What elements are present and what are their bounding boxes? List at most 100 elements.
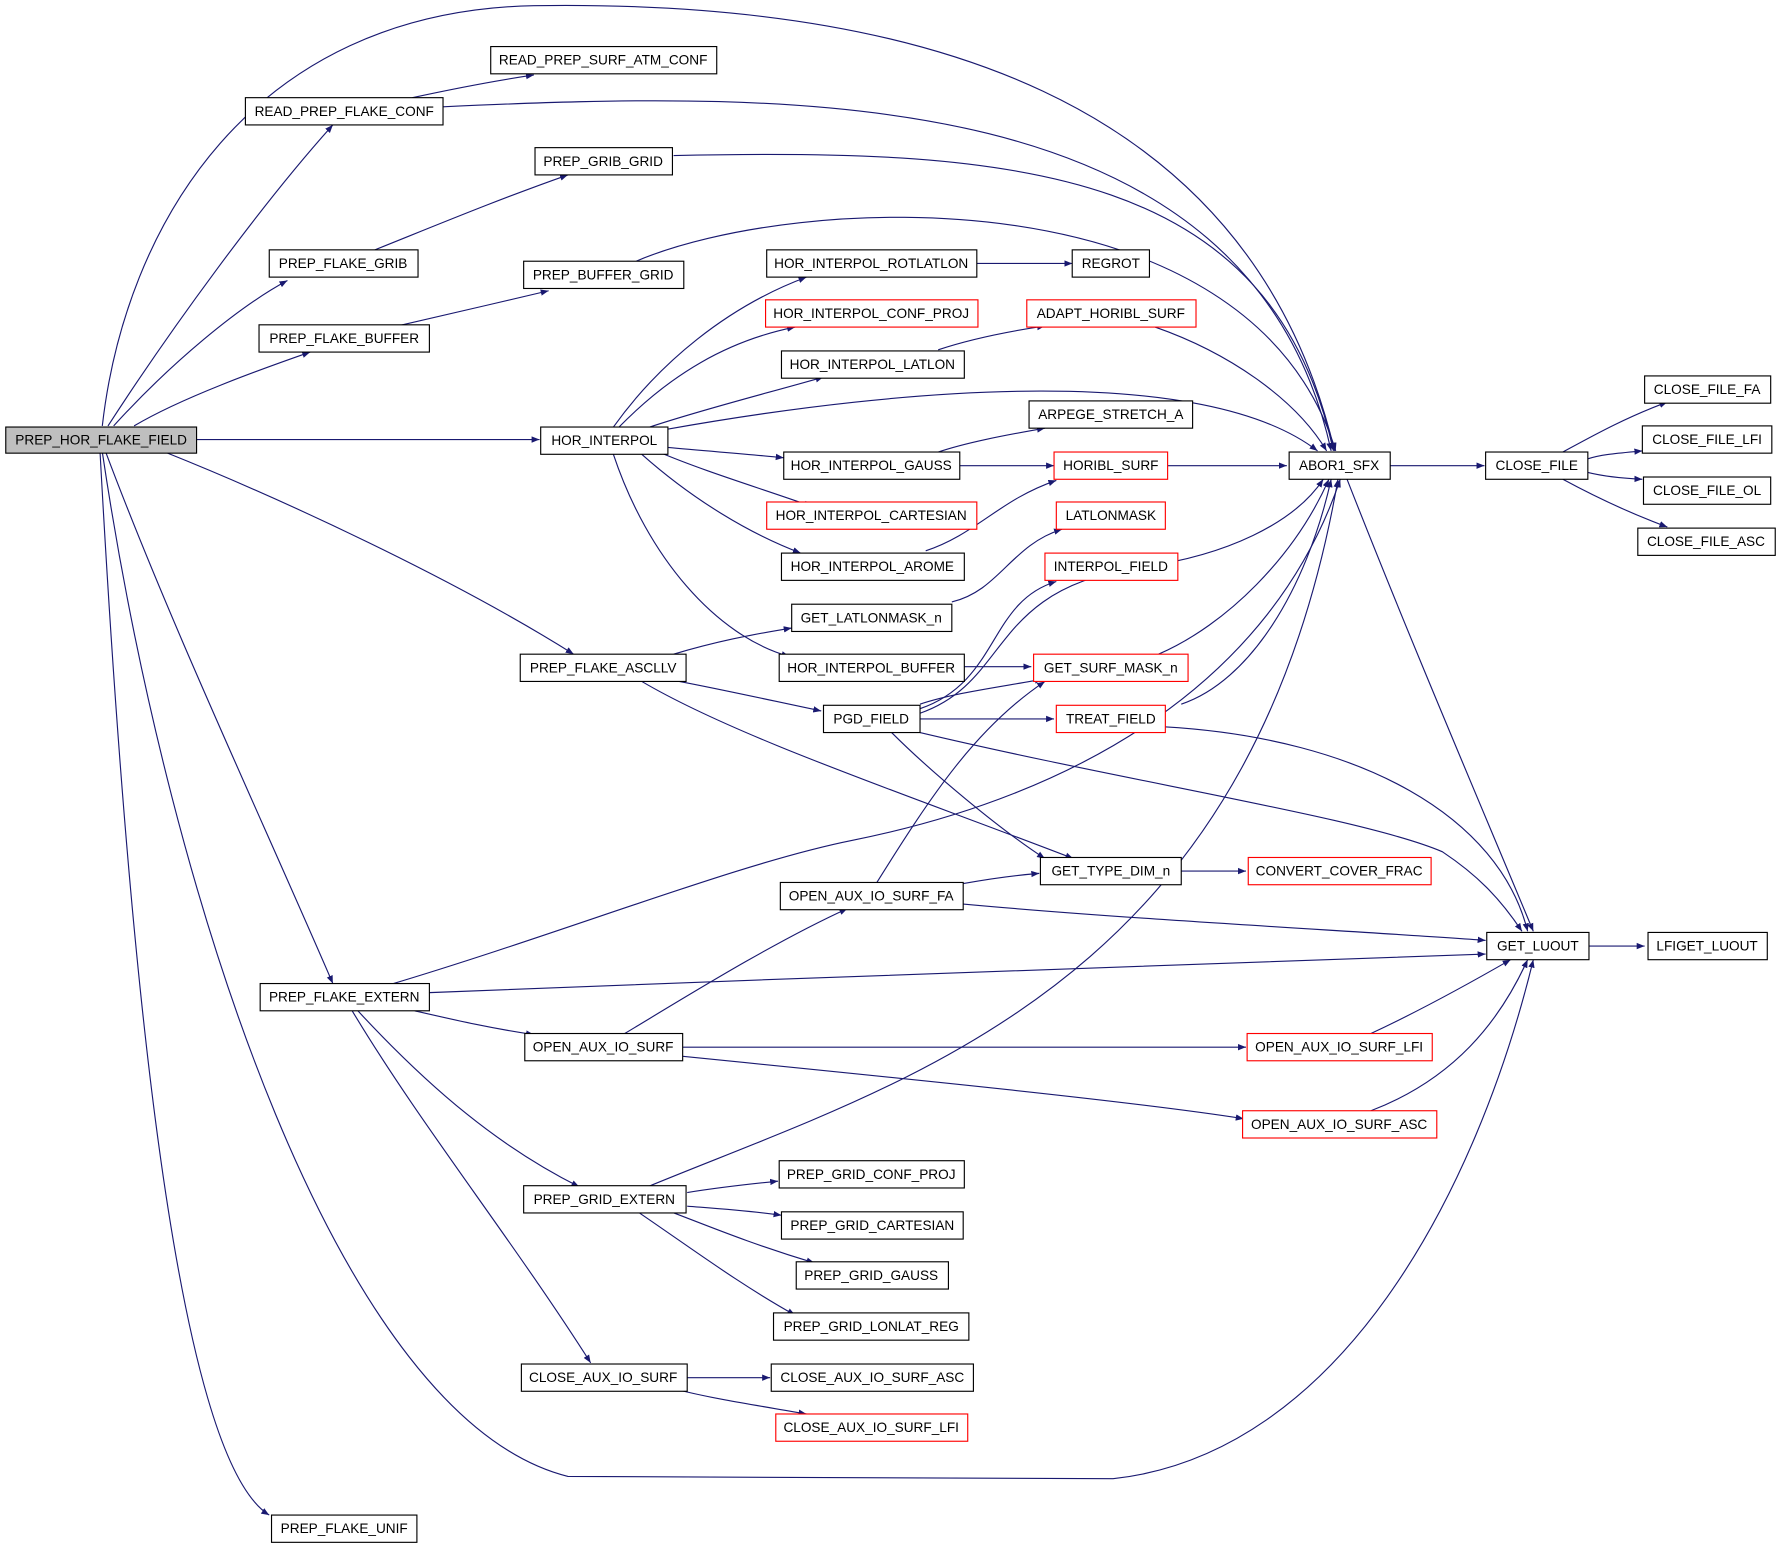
node-treat-field[interactable]: TREAT_FIELD	[1055, 704, 1166, 734]
edge	[107, 124, 334, 427]
node-prep-grid-cartesian[interactable]: PREP_GRID_CARTESIAN	[780, 1211, 964, 1240]
node-label: PREP_BUFFER_GRID	[533, 267, 674, 282]
node-label: HORIBL_SURF	[1063, 458, 1158, 473]
edge	[649, 376, 824, 428]
node-hor-interpol-buffer[interactable]: HOR_INTERPOL_BUFFER	[778, 653, 965, 683]
edge	[397, 289, 549, 327]
edge	[641, 680, 1074, 860]
node-prep-flake-grib[interactable]: PREP_FLAKE_GRIB	[268, 249, 419, 278]
node-open-aux-io-surf[interactable]: OPEN_AUX_IO_SURF	[524, 1032, 684, 1062]
node-open-aux-io-surf-lfi[interactable]: OPEN_AUX_IO_SURF_LFI	[1246, 1032, 1433, 1062]
node-close-file[interactable]: CLOSE_FILE	[1485, 451, 1589, 480]
node-get-surf-mask-n[interactable]: GET_SURF_MASK_n	[1033, 653, 1189, 683]
node-read-prep-surf-atm-conf[interactable]: READ_PREP_SURF_ATM_CONF	[490, 45, 718, 75]
edge	[618, 325, 796, 428]
node-label: ABOR1_SFX	[1299, 458, 1379, 473]
node-close-file-fa[interactable]: CLOSE_FILE_FA	[1644, 375, 1772, 404]
node-label: OPEN_AUX_IO_SURF_ASC	[1251, 1117, 1427, 1132]
node-hor-interpol-gauss[interactable]: HOR_INTERPOL_GAUSS	[783, 451, 961, 480]
node-label: GET_LATLONMASK_n	[801, 610, 942, 625]
node-interpol-field[interactable]: INTERPOL_FIELD	[1044, 552, 1179, 581]
node-label: PGD_FIELD	[833, 711, 909, 726]
node-close-file-ol[interactable]: CLOSE_FILE_OL	[1642, 476, 1772, 505]
node-label: INTERPOL_FIELD	[1054, 559, 1168, 574]
edge	[1562, 478, 1668, 528]
node-convert-cover-frac[interactable]: CONVERT_COVER_FRAC	[1247, 856, 1432, 886]
edge	[673, 153, 1335, 452]
node-label: PREP_GRID_LONLAT_REG	[784, 1319, 959, 1334]
node-get-luout[interactable]: GET_LUOUT	[1486, 931, 1590, 961]
node-pgd-field[interactable]: PGD_FIELD	[822, 704, 921, 734]
node-read-prep-flake-conf[interactable]: READ_PREP_FLAKE_CONF	[244, 97, 444, 126]
node-horibl-surf[interactable]: HORIBL_SURF	[1053, 451, 1169, 480]
edge	[1587, 471, 1643, 483]
node-label: PREP_FLAKE_ASCLLV	[530, 660, 677, 675]
edge	[1158, 479, 1330, 655]
edge	[1370, 959, 1511, 1035]
node-get-latlonmask-n[interactable]: GET_LATLONMASK_n	[791, 603, 953, 633]
edge	[658, 451, 813, 508]
node-prep-grid-conf-proj[interactable]: PREP_GRID_CONF_PROJ	[778, 1160, 965, 1189]
edge	[876, 680, 1046, 883]
node-adapt-horibl-surf[interactable]: ADAPT_HORIBL_SURF	[1026, 299, 1197, 328]
node-prep-grid-lonlat-reg[interactable]: PREP_GRID_LONLAT_REG	[772, 1312, 970, 1341]
node-label: OPEN_AUX_IO_SURF_LFI	[1255, 1040, 1423, 1055]
node-hor-interpol[interactable]: HOR_INTERPOL	[540, 426, 669, 455]
edge	[667, 446, 784, 461]
edge	[133, 351, 311, 427]
node-arpege-stretch-a[interactable]: ARPEGE_STRETCH_A	[1028, 400, 1194, 429]
edge	[938, 426, 1046, 453]
node-hor-interpol-arome[interactable]: HOR_INTERPOL_AROME	[780, 552, 965, 581]
node-prep-flake-buffer[interactable]: PREP_FLAKE_BUFFER	[258, 324, 430, 353]
node-label: HOR_INTERPOL_CONF_PROJ	[773, 306, 969, 321]
node-open-aux-io-surf-fa[interactable]: OPEN_AUX_IO_SURF_FA	[779, 881, 964, 911]
node-label: OPEN_AUX_IO_SURF_FA	[789, 889, 955, 904]
node-close-aux-io-surf-lfi[interactable]: CLOSE_AUX_IO_SURF_LFI	[775, 1413, 969, 1442]
node-hor-interpol-rotlatlon[interactable]: HOR_INTERPOL_ROTLATLON	[766, 249, 978, 278]
edge	[679, 680, 822, 713]
node-prep-flake-ascllv[interactable]: PREP_FLAKE_ASCLLV	[519, 653, 687, 683]
edge	[414, 1010, 534, 1037]
node-get-type-dim-n[interactable]: GET_TYPE_DIM_n	[1039, 856, 1182, 886]
node-label: CLOSE_AUX_IO_SURF_LFI	[783, 1420, 958, 1435]
node-label: HOR_INTERPOL_AROME	[791, 559, 954, 574]
edge	[666, 390, 1318, 452]
node-abor1-sfx[interactable]: ABOR1_SFX	[1288, 451, 1391, 480]
node-prep-grid-gauss[interactable]: PREP_GRID_GAUSS	[795, 1261, 949, 1290]
node-prep-flake-extern[interactable]: PREP_FLAKE_EXTERN	[259, 982, 430, 1012]
node-regrot[interactable]: REGROT	[1071, 249, 1151, 278]
node-label: HOR_INTERPOL_ROTLATLON	[774, 256, 968, 271]
edge	[442, 100, 1333, 452]
node-close-file-lfi[interactable]: CLOSE_FILE_LFI	[1641, 425, 1773, 454]
node-hor-interpol-conf-proj[interactable]: HOR_INTERPOL_CONF_PROJ	[765, 299, 979, 328]
node-label: OPEN_AUX_IO_SURF	[533, 1040, 674, 1055]
node-prep-grid-extern[interactable]: PREP_GRID_EXTERN	[523, 1185, 687, 1214]
node-label: PREP_FLAKE_BUFFER	[269, 331, 419, 346]
node-prep-grib-grid[interactable]: PREP_GRIB_GRID	[534, 147, 674, 176]
node-open-aux-io-surf-asc[interactable]: OPEN_AUX_IO_SURF_ASC	[1242, 1110, 1438, 1139]
node-prep-flake-unif[interactable]: PREP_FLAKE_UNIF	[270, 1514, 418, 1543]
node-close-aux-io-surf-asc[interactable]: CLOSE_AUX_IO_SURF_ASC	[770, 1363, 974, 1392]
node-label: HOR_INTERPOL_CARTESIAN	[776, 508, 967, 523]
node-lfiget-luout[interactable]: LFIGET_LUOUT	[1647, 931, 1768, 961]
node-label: PREP_GRIB_GRID	[543, 154, 663, 169]
edge	[679, 1389, 807, 1416]
node-close-aux-io-surf[interactable]: CLOSE_AUX_IO_SURF	[520, 1363, 688, 1392]
edge	[612, 276, 807, 428]
node-prep-buffer-grid[interactable]: PREP_BUFFER_GRID	[523, 260, 685, 290]
edge	[374, 174, 569, 251]
node-label: HOR_INTERPOL_LATLON	[790, 357, 955, 372]
node-close-file-asc[interactable]: CLOSE_FILE_ASC	[1637, 527, 1776, 556]
node-latlonmask[interactable]: LATLONMASK	[1055, 501, 1166, 530]
edge	[1346, 479, 1534, 932]
node-label: PREP_FLAKE_EXTERN	[269, 990, 420, 1005]
node-label: PREP_FLAKE_GRIB	[279, 256, 408, 271]
node-prep-hor-flake-field[interactable]: PREP_HOR_FLAKE_FIELD	[5, 426, 198, 454]
edge	[113, 280, 288, 427]
edge	[1562, 401, 1668, 453]
node-label: CLOSE_FILE_ASC	[1647, 534, 1765, 549]
node-hor-interpol-latlon[interactable]: HOR_INTERPOL_LATLON	[780, 350, 965, 379]
node-label: PREP_GRID_GAUSS	[804, 1268, 938, 1283]
node-hor-interpol-cartesian[interactable]: HOR_INTERPOL_CARTESIAN	[766, 501, 978, 530]
edge	[101, 451, 1535, 1480]
